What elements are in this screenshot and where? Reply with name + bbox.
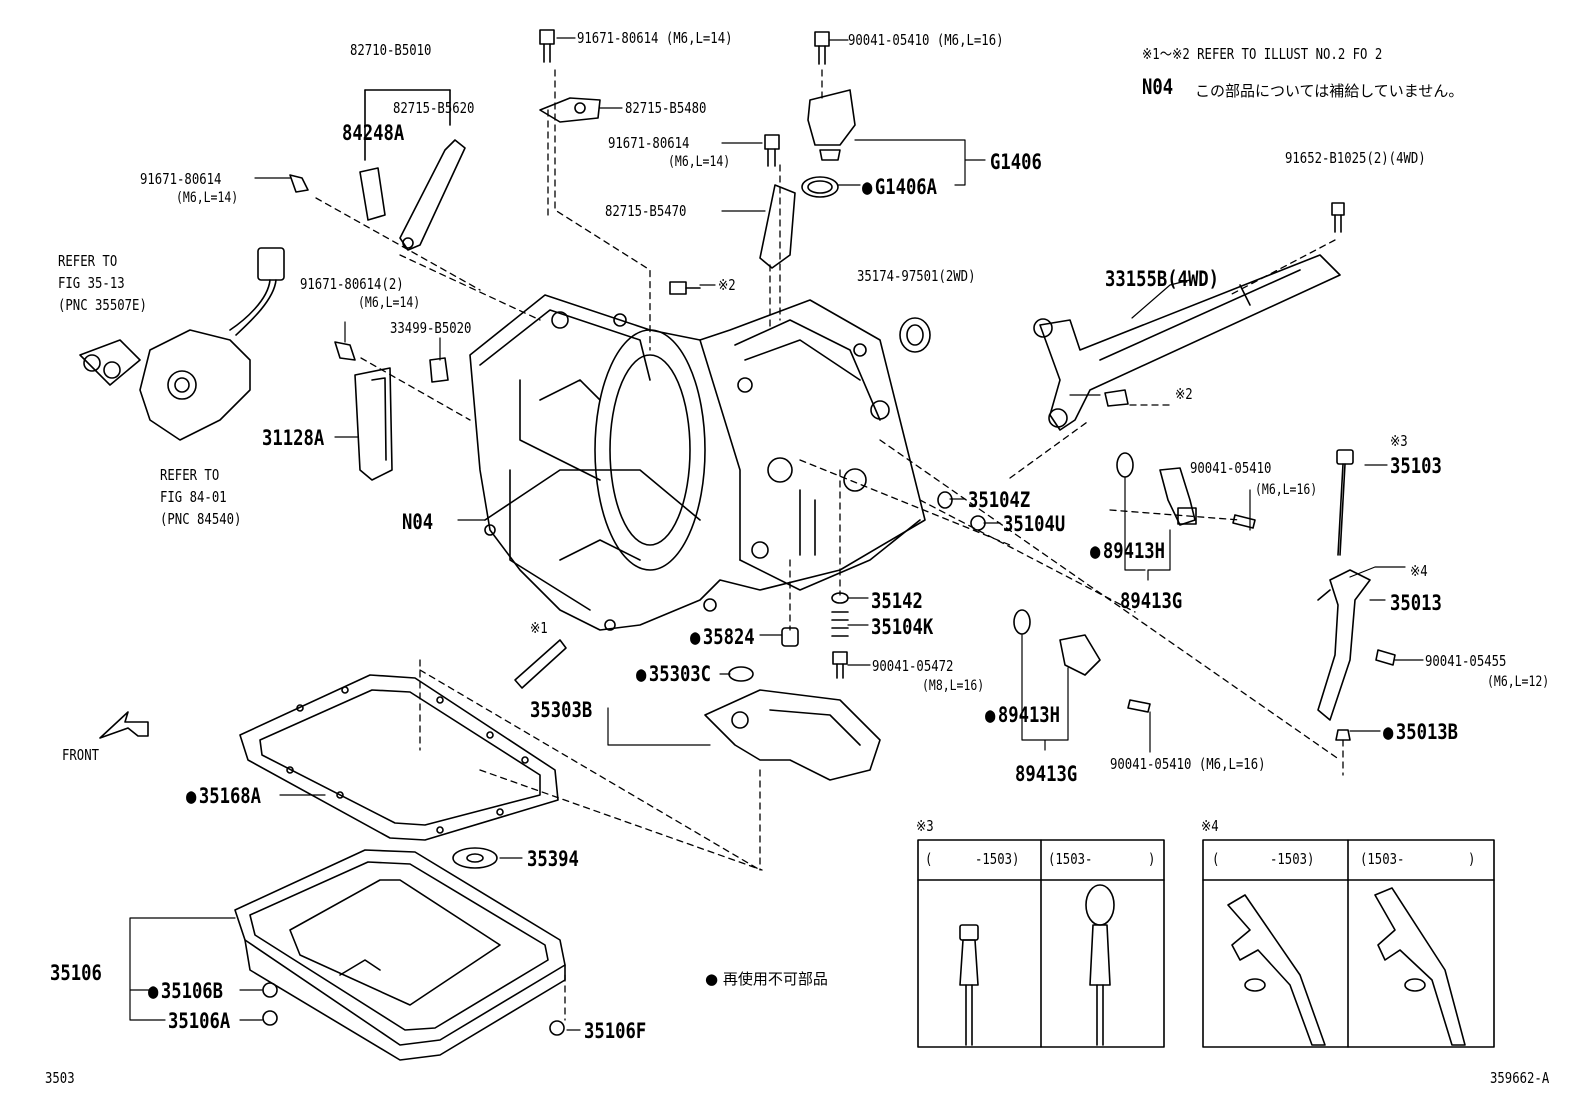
refer-note: ※1～※2 REFER TO ILLUST NO.2 FO 2 — [1142, 45, 1383, 63]
part-90041-05472: 90041-05472 — [872, 657, 954, 675]
part-90041-05455: 90041-05455 — [1425, 652, 1507, 670]
part-90041-05410-bot: 90041-05410 (M6,L=16) — [1110, 755, 1266, 773]
part-35104K: 35104K — [871, 615, 934, 639]
inset-x4-col1-open: ( — [1212, 850, 1220, 868]
part-35106: 35106 — [50, 961, 102, 985]
speed-sensors — [937, 452, 1256, 713]
inset-x3-col1-range: -1503) — [975, 850, 1020, 868]
inset-x3-col2-range: (1503- — [1048, 850, 1093, 868]
part-35106F: 35106F — [584, 1019, 647, 1043]
transfer-brace — [1033, 202, 1345, 431]
part-91671-80614-mid-spec: (M6,L=14) — [668, 154, 731, 170]
inset-x3-tag: ※3 — [916, 817, 934, 835]
refer-left-line1: REFER TO — [58, 252, 118, 270]
part-91671-80614-mid: 91671-80614 — [608, 134, 690, 152]
inset-x3-col1-open: ( — [925, 850, 933, 868]
ref-x1: ※1 — [530, 619, 548, 637]
part-90041-05472-spec: (M8,L=16) — [922, 678, 985, 694]
front-label: FRONT — [62, 746, 100, 764]
front-arrow — [99, 711, 149, 739]
part-90041-05455-spec: (M6,L=12) — [1487, 674, 1550, 690]
refer-bottom-line3: (PNC 84540) — [160, 510, 242, 528]
inset-x4-col1-range: -1503) — [1270, 850, 1315, 868]
part-82715-B5480: 82715-B5480 — [625, 99, 707, 117]
part-N04: N04 — [402, 510, 434, 534]
top-center-parts — [539, 29, 931, 353]
transmission-case — [469, 294, 926, 631]
part-33155B: 33155B(4WD) — [1105, 267, 1220, 291]
n04-note: この部品については補給していません。 — [1195, 82, 1464, 100]
inset-x4-tag: ※4 — [1201, 817, 1219, 835]
part-35013: 35013 — [1390, 591, 1442, 615]
part-35013B: 35013B — [1383, 721, 1458, 743]
ref-x2-right: ※2 — [1175, 385, 1193, 403]
refer-bottom-line2: FIG 84-01 — [160, 488, 227, 506]
part-89413H-a: 89413H — [1090, 540, 1165, 562]
page-code: 3503 — [45, 1069, 75, 1087]
part-90041-05410-mid: 90041-05410 — [1190, 459, 1272, 477]
illustration-id: 359662-A — [1490, 1069, 1550, 1087]
part-G1406A: G1406A — [862, 176, 937, 198]
refer-bottom-line1: REFER TO — [160, 466, 220, 484]
part-33499-B5020: 33499-B5020 — [390, 319, 472, 337]
part-35142: 35142 — [871, 589, 923, 613]
ref-x4: ※4 — [1410, 562, 1428, 580]
brackets-upper-left — [289, 89, 466, 481]
part-31128A: 31128A — [262, 426, 325, 450]
part-G1406: G1406 — [990, 150, 1042, 174]
part-89413G-a: 89413G — [1120, 589, 1183, 613]
dashed-guide-lines — [315, 69, 1344, 1021]
leader-lines — [129, 37, 1424, 1031]
part-35394: 35394 — [527, 847, 579, 871]
oil-pan — [234, 847, 566, 1061]
part-35824: 35824 — [690, 626, 755, 648]
inset-x4-col2-range: (1503- — [1360, 850, 1405, 868]
oil-pan-gasket — [239, 674, 559, 841]
refer-left-line3: (PNC 35507E) — [58, 296, 147, 314]
part-35303B: 35303B — [530, 698, 593, 722]
inset-x4 — [1202, 839, 1495, 1048]
part-91671-80614-a: 91671-80614 — [140, 170, 222, 188]
part-35104Z: 35104Z — [968, 488, 1031, 512]
part-35168A: 35168A — [186, 785, 261, 807]
inset-x3 — [917, 839, 1165, 1048]
oil-strainer — [514, 592, 881, 781]
inset-x4-col2-close: ) — [1468, 850, 1476, 868]
part-89413G-b: 89413G — [1015, 762, 1078, 786]
part-35103: 35103 — [1390, 454, 1442, 478]
part-84248A: 84248A — [342, 121, 405, 145]
part-35104U: 35104U — [1003, 512, 1066, 536]
dipstick-and-tube — [1317, 449, 1396, 741]
part-35106A: 35106A — [168, 1009, 231, 1033]
legend-non-reusable: ● 再使用不可部品 — [705, 968, 828, 989]
part-90041-05410-top: 90041-05410 (M6,L=16) — [848, 31, 1004, 49]
part-35174-97501: 35174-97501(2WD) — [857, 267, 976, 285]
part-35106B: 35106B — [148, 980, 223, 1002]
part-82710-B5010: 82710-B5010 — [350, 41, 432, 59]
part-91652-B1025: 91652-B1025(2)(4WD) — [1285, 149, 1426, 167]
part-89413H-b: 89413H — [985, 704, 1060, 726]
part-91671-80614-top: 91671-80614 (M6,L=14) — [577, 29, 733, 47]
part-91671-80614-2-spec: (M6,L=14) — [358, 295, 421, 311]
part-90041-05410-mid-spec: (M6,L=16) — [1255, 482, 1318, 498]
n04-code: N04 — [1142, 75, 1174, 99]
part-82715-B5620: 82715-B5620 — [393, 99, 475, 117]
ref-x3: ※3 — [1390, 432, 1408, 450]
part-91671-80614-a-spec: (M6,L=14) — [176, 190, 239, 206]
neutral-switch — [79, 247, 285, 441]
legend-text: 再使用不可部品 — [722, 970, 828, 988]
part-82715-B5470: 82715-B5470 — [605, 202, 687, 220]
part-91671-80614-2: 91671-80614(2) — [300, 275, 404, 293]
ref-x2-top: ※2 — [718, 276, 736, 294]
inset-x3-col2-close: ) — [1148, 850, 1156, 868]
refer-left-line2: FIG 35-13 — [58, 274, 125, 292]
part-35303C: 35303C — [636, 663, 711, 685]
legend-dot-icon: ● — [705, 970, 719, 988]
